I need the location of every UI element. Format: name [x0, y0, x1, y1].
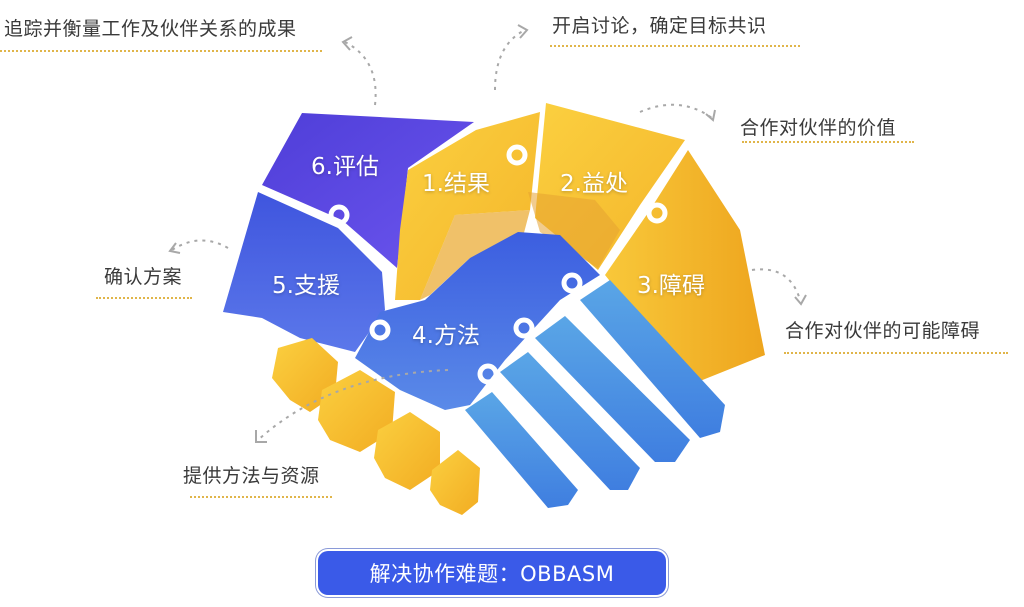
measure-annotation: 追踪并衡量工作及伙伴关系的成果: [4, 18, 297, 40]
puzzle-connectors: [328, 144, 668, 385]
title-banner: 解决协作难题：OBBASM: [318, 551, 666, 595]
measure-annotation-underline: [0, 50, 322, 52]
support-annotation: 确认方案: [104, 266, 183, 288]
piece-benefit: [528, 103, 685, 270]
arrow-heads: [168, 24, 807, 443]
barrier-annotation-underline: [784, 352, 1008, 354]
benefit-annotation: 合作对伙伴的价值: [740, 117, 897, 139]
annotation-arrows: [171, 29, 801, 441]
piece-label-approach: 4.方法: [412, 323, 480, 349]
piece-label-support: 5.支援: [272, 273, 340, 299]
outcome-annotation-underline: [550, 45, 800, 47]
support-annotation-underline: [96, 297, 192, 299]
piece-label-measure: 6.评估: [311, 154, 379, 180]
piece-barrier: [605, 150, 765, 385]
right-hand-fingers: [465, 280, 725, 508]
piece-label-barrier: 3.障碍: [637, 273, 705, 299]
piece-support: [223, 192, 385, 352]
piece-label-outcome: 1.结果: [422, 171, 490, 197]
piece-measure: [262, 113, 474, 268]
piece-approach: [355, 232, 600, 410]
piece-label-benefit: 2.益处: [560, 171, 628, 197]
left-hand-fingers: [272, 338, 480, 515]
approach-annotation: 提供方法与资源: [183, 465, 320, 487]
title-banner-text: 解决协作难题：OBBASM: [369, 562, 615, 586]
benefit-annotation-underline: [742, 141, 914, 143]
outcome-annotation: 开启讨论，确定目标共识: [552, 15, 767, 37]
approach-annotation-underline: [190, 496, 332, 498]
piece-outcome: [395, 112, 540, 300]
barrier-annotation: 合作对伙伴的可能障碍: [785, 320, 981, 342]
